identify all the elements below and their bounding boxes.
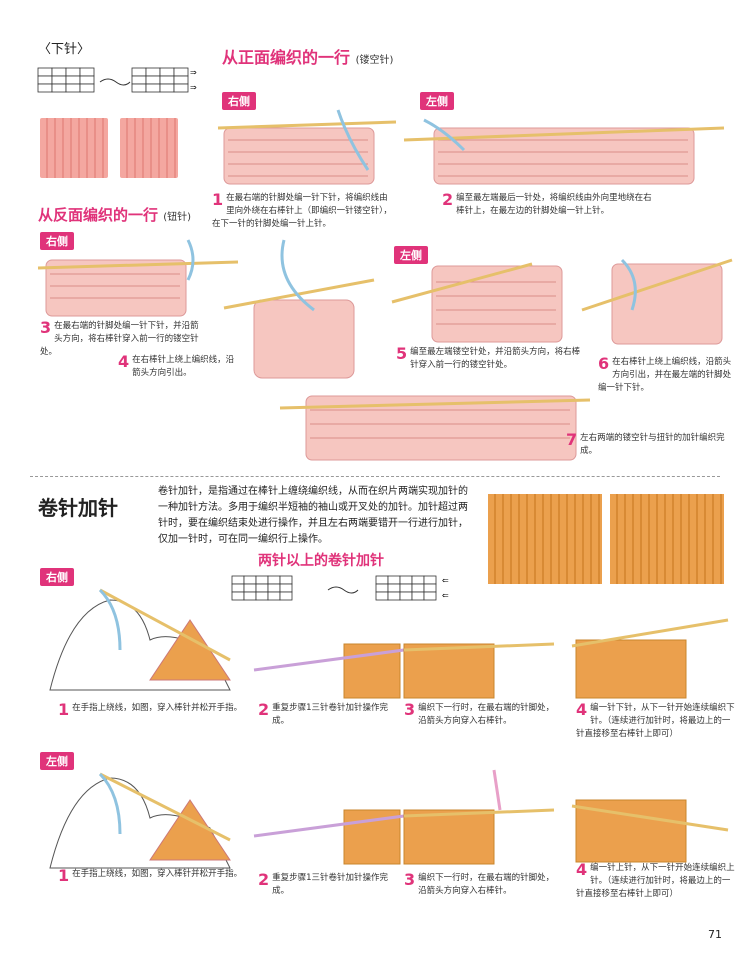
section-intro: 卷针加针，是指通过在棒针上缠绕编织线，从而在织片两端实现加针的一种加针方法。多用…: [158, 486, 468, 545]
knit-orange-r3: [403, 642, 555, 699]
step-number: 1: [58, 866, 70, 885]
knit-illustration-7: [279, 395, 591, 461]
swatch-orange-1: [488, 494, 602, 584]
section-title: 卷针加针: [38, 496, 118, 520]
step-number: 1: [58, 700, 70, 719]
stitch-chart-top: ⇒⇒: [37, 67, 197, 93]
step-text: 在右棒针上绕上编织线，沿箭头方向引出，并在最左端的针脚处编一针下针。: [598, 357, 732, 393]
step-text: 在最右端的针脚处编一针下针，将编织线由里向外绕在右棒针上（即编织一针镂空针），在…: [212, 193, 392, 229]
step-text: 编织下一行时，在最右端的针脚处，沿箭头方向穿入右棒针。: [418, 873, 555, 896]
knit-orange-l4: [571, 799, 729, 863]
step-text: 重复步骤1三针卷针加针操作完成。: [272, 873, 389, 896]
knit-illustration-2: [403, 118, 725, 185]
knit-illustration-6: [581, 258, 733, 345]
svg-text:⇒: ⇒: [190, 68, 197, 77]
step-number: 3: [40, 318, 52, 337]
step-number: 1: [212, 190, 224, 209]
svg-text:⇒: ⇒: [190, 83, 197, 92]
step-number: 3: [404, 870, 416, 889]
step-text: 在最右端的针脚处编一针下针，并沿箭头方向，将右棒针穿入前一行的镂空针处。: [40, 321, 199, 357]
step-text: 在右棒针上绕上编织线，沿箭头方向引出。: [132, 355, 235, 378]
step-text: 编至最左端最后一针处，将编织线由外向里地绕在右棒针上，在最左边的针脚处编一针上针…: [456, 193, 652, 216]
front-row-subtitle: (镂空针): [355, 55, 394, 66]
step-text: 编至最左端镂空针处，并沿箭头方向，将右棒针穿入前一行的镂空针处。: [410, 347, 581, 370]
knit-orange-l2: [253, 809, 405, 865]
step-text: 编一针上针，从下一针开始连续编织上针。（连续进行加针时，将最边上的一针直接移至右…: [576, 863, 735, 899]
hand-illustration-left: [49, 772, 231, 869]
step-number: 5: [396, 344, 408, 363]
front-row-title-text: 从正面编织的一行: [222, 48, 351, 67]
step-text: 在手指上绕线，如图，穿入棒针并松开手指。: [72, 869, 243, 879]
svg-text:⇐: ⇐: [442, 591, 449, 600]
step-number: 2: [258, 870, 270, 889]
step-number: 4: [576, 700, 588, 719]
chart-title: 〈下针〉: [38, 42, 91, 57]
tag-left-2: 左侧: [394, 246, 428, 264]
step-text: 编一针下针，从下一针开始连续编织下针。（连续进行加针时，将最边上的一针直接移至右…: [576, 703, 735, 739]
swatch-photo-2: [120, 118, 178, 178]
step-text: 在手指上绕线，如图，穿入棒针并松开手指。: [72, 703, 243, 713]
section-divider: [30, 476, 720, 477]
back-row-title-text: 从反面编织的一行: [38, 206, 159, 224]
step-number: 3: [404, 700, 416, 719]
back-row-subtitle: (钮针): [163, 212, 192, 223]
step-number: 4: [576, 860, 588, 879]
tag-right-1: 右侧: [222, 92, 256, 110]
step-text: 编织下一行时，在最右端的针脚处，沿箭头方向穿入右棒针。: [418, 703, 555, 726]
section-subtitle: 两针以上的卷针加针: [258, 553, 384, 569]
page-number: 71: [708, 928, 722, 941]
front-row-title: 从正面编织的一行 (镂空针): [222, 44, 393, 68]
step-number: 7: [566, 430, 578, 449]
knit-orange-r2: [253, 643, 405, 699]
hand-illustration-right: [49, 588, 231, 691]
tag-left-3: 左侧: [40, 752, 74, 770]
step-text: 左右两端的镂空针与扭针的加针编织完成。: [580, 433, 725, 456]
tag-left-1: 左侧: [420, 92, 454, 110]
knit-illustration-1: [217, 109, 397, 185]
knit-illustration-5: [391, 262, 563, 343]
step-number: 2: [442, 190, 454, 209]
tag-right-3: 右侧: [40, 568, 74, 586]
knit-orange-r4: [571, 618, 729, 699]
knit-illustration-4: [223, 239, 375, 379]
swatch-orange-2: [610, 494, 724, 584]
step-text: 重复步骤1三针卷针加针操作完成。: [272, 703, 389, 726]
knit-orange-l3: [403, 769, 555, 865]
step-number: 2: [258, 700, 270, 719]
step-number: 6: [598, 354, 610, 373]
tag-right-2: 右侧: [40, 232, 74, 250]
knit-illustration-3: [37, 239, 239, 317]
swatch-photo-1: [40, 118, 108, 178]
stitch-chart-bottom: ⇐⇐: [231, 575, 449, 601]
step-number: 4: [118, 352, 130, 371]
back-row-title: 从反面编织的一行 (钮针): [38, 204, 191, 225]
svg-text:⇐: ⇐: [442, 576, 449, 585]
